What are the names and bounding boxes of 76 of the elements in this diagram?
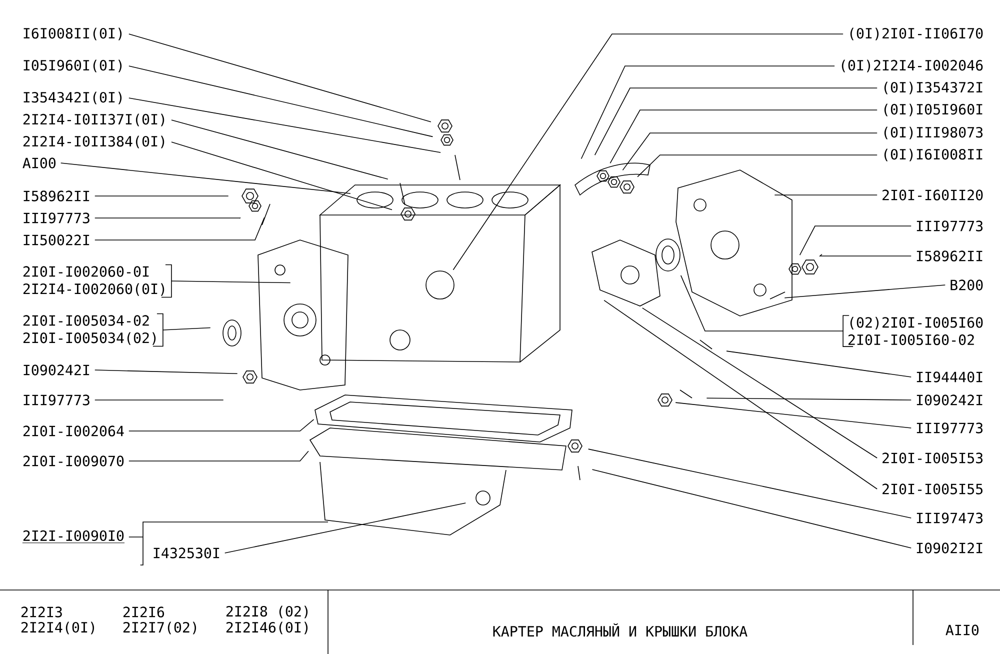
part-number: (02)2I0I-I005I60 2I0I-I005I60-02 <box>848 316 983 346</box>
leader-line <box>94 218 241 219</box>
part-number: II50022I <box>24 234 90 246</box>
title: КАРТЕР МАСЛЯНЫЙ И КРЫШКИ БЛОКА <box>493 623 748 637</box>
leader-line <box>622 132 878 171</box>
part-number: III97773 <box>916 220 983 232</box>
part-number: (0I)I354372I <box>884 82 982 94</box>
leader-line <box>94 370 238 374</box>
part-number: I0902I2I <box>916 542 982 554</box>
leader-line <box>580 66 835 160</box>
table-cell: AII0 <box>946 624 979 636</box>
table-cell: 2I2I3 <box>21 606 62 618</box>
part-number: 2I2I4-I0II37I(0I) <box>23 114 164 126</box>
leader-line <box>726 350 912 378</box>
table-cell: 2I2I6 <box>123 606 164 618</box>
part-number: AI00 <box>22 158 56 168</box>
leader-line <box>128 419 314 432</box>
leader-line <box>60 162 351 194</box>
part-number: 2I0I-I60II20 <box>882 190 983 200</box>
table-cell: 2I2I46(0I) <box>226 622 308 634</box>
part-number: 2I0I-I002064 <box>23 426 124 436</box>
part-number: I432530I <box>154 548 220 558</box>
leader-line <box>588 448 912 518</box>
part-number: (0I)2I0I-II06I70 <box>850 28 983 40</box>
leader-line <box>171 120 388 180</box>
part-number: III97473 <box>916 512 983 524</box>
part-number: 2I2I4-I0II384(0I) <box>23 136 164 148</box>
leader-line <box>128 522 328 566</box>
part-number: I05I960I(0I) <box>24 60 122 72</box>
table-cell: 2I2I7(02) <box>123 622 196 634</box>
leader-line <box>637 154 878 178</box>
leader-line <box>818 254 912 256</box>
leader-line <box>774 194 878 196</box>
leader-line <box>162 327 211 330</box>
part-number: 2I0I-I009070 <box>23 456 124 466</box>
part-number: I354342I(0I) <box>24 92 122 104</box>
part-number: 2I2I-I0090I0 <box>22 530 125 544</box>
part-number: I58962II <box>24 190 90 202</box>
leader-line <box>799 226 912 256</box>
part-number: III97773 <box>916 422 983 434</box>
leader-line <box>128 98 441 153</box>
leader-line <box>675 402 912 428</box>
leader-line <box>592 469 912 548</box>
part-number: B200 <box>950 280 983 290</box>
part-number: I090242I <box>24 364 90 376</box>
leader-line <box>224 502 466 554</box>
leader-line <box>128 450 309 462</box>
part-number: 2I0I-I005034-02 2I0I-I005034(02) <box>23 315 156 345</box>
part-number: (0I)I05I960I <box>884 104 982 116</box>
part-number: 2I0I-I005I53 <box>882 452 983 464</box>
leader-line <box>784 284 946 298</box>
leader-line <box>706 398 912 400</box>
leader-line <box>452 34 844 270</box>
leader-line <box>610 110 878 164</box>
leader-line <box>642 308 878 458</box>
part-number: (0I)I6I008II <box>884 148 982 162</box>
leader-line <box>128 66 434 138</box>
leader-line <box>680 275 844 332</box>
part-number: I090242I <box>916 394 982 406</box>
leader-line <box>594 88 878 156</box>
part-number: 2I0I-I002060-0I 2I2I4-I002060(0I) <box>23 266 164 296</box>
table-cell: 2I2I4(0I) <box>21 622 94 634</box>
leader-line <box>604 300 878 490</box>
leader-line <box>128 34 432 122</box>
part-number: (0I)2I2I4-I002046 <box>842 60 983 72</box>
table-cell: 2I2I8 (02) <box>226 606 308 618</box>
part-number: (0I)III98073 <box>884 126 983 140</box>
part-number: I6I008II(0I) <box>24 28 122 40</box>
part-number: III97773 <box>24 394 90 406</box>
leader-line <box>94 217 265 240</box>
part-number: II94440I <box>916 372 982 382</box>
leader-line <box>171 142 392 210</box>
part-number: 2I0I-I005I55 <box>882 484 982 494</box>
part-number: I58962II <box>916 250 982 262</box>
part-number: III97773 <box>24 212 90 224</box>
leader-line <box>171 280 291 284</box>
